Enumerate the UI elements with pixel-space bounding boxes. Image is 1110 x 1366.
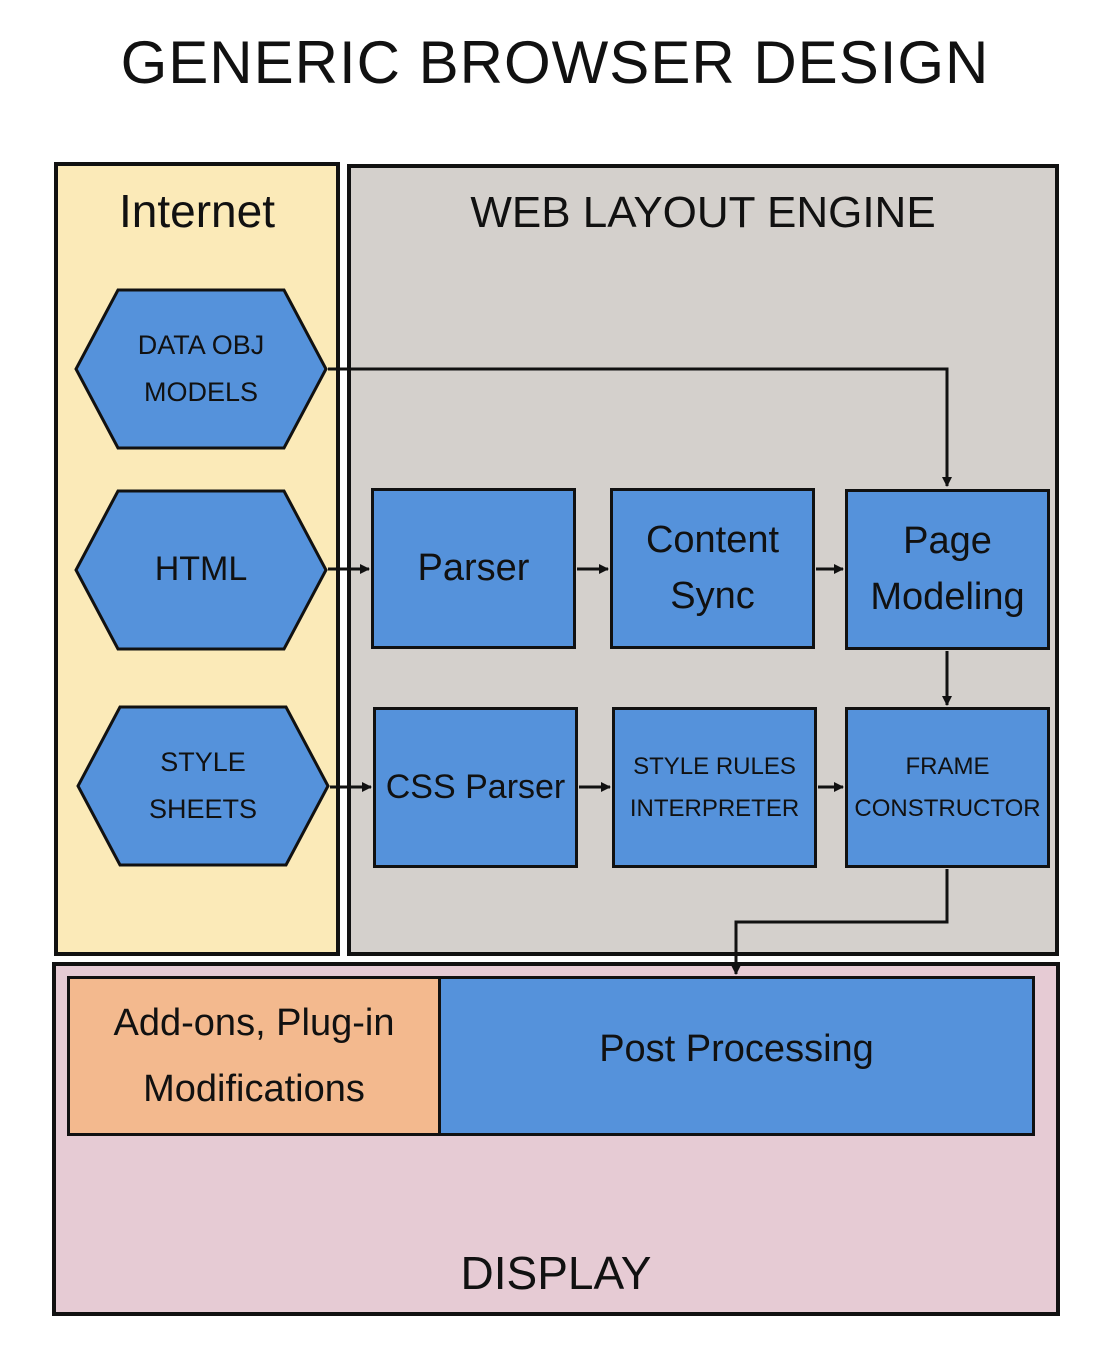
box-label-line: Sync: [670, 574, 755, 617]
diagram-title: GENERIC BROWSER DESIGN: [120, 29, 990, 96]
engine-panel-title: WEB LAYOUT ENGINE: [470, 188, 936, 237]
hexagon-shape: [74, 489, 328, 651]
box-label-line: Add-ons, Plug-in: [113, 1001, 395, 1044]
frame-constructor-box: FRAME CONSTRUCTOR: [845, 707, 1050, 868]
box-label-line: CONSTRUCTOR: [854, 794, 1041, 822]
style-rules-interpreter-box: STYLE RULES INTERPRETER: [612, 707, 817, 868]
box-label-line: STYLE RULES: [633, 752, 796, 780]
box-label-line: Modifications: [143, 1068, 365, 1110]
source-style-sheets: STYLE SHEETS: [76, 705, 330, 867]
source-label-line: MODELS: [143, 377, 259, 407]
display-panel-title: DISPLAY: [460, 1247, 652, 1299]
source-label-line: SHEETS: [148, 794, 258, 824]
box-label-line: Modeling: [870, 575, 1025, 618]
box-label-line: Parser: [417, 546, 530, 589]
post-processing-box: Post Processing: [438, 976, 1035, 1136]
box-label-line: INTERPRETER: [629, 794, 800, 822]
hexagon-shape: [74, 288, 328, 450]
box-label-line: Page: [903, 520, 992, 563]
source-html: HTML: [74, 489, 328, 651]
source-label-line: STYLE: [160, 746, 246, 777]
source-label-line: HTML: [154, 550, 248, 589]
hexagon-shape: [76, 705, 330, 867]
box-label-line: Post Processing: [599, 1028, 874, 1071]
box-label-line: FRAME: [905, 752, 990, 780]
box-label-line: Content: [645, 519, 780, 562]
parser-box: Parser: [371, 488, 576, 649]
source-label-line: DATA OBJ: [137, 329, 265, 360]
css-parser-box: CSS Parser: [373, 707, 578, 868]
box-label-line: CSS Parser: [385, 767, 566, 806]
source-data-obj-models: DATA OBJ MODELS: [74, 288, 328, 450]
internet-panel-title: Internet: [119, 185, 275, 237]
